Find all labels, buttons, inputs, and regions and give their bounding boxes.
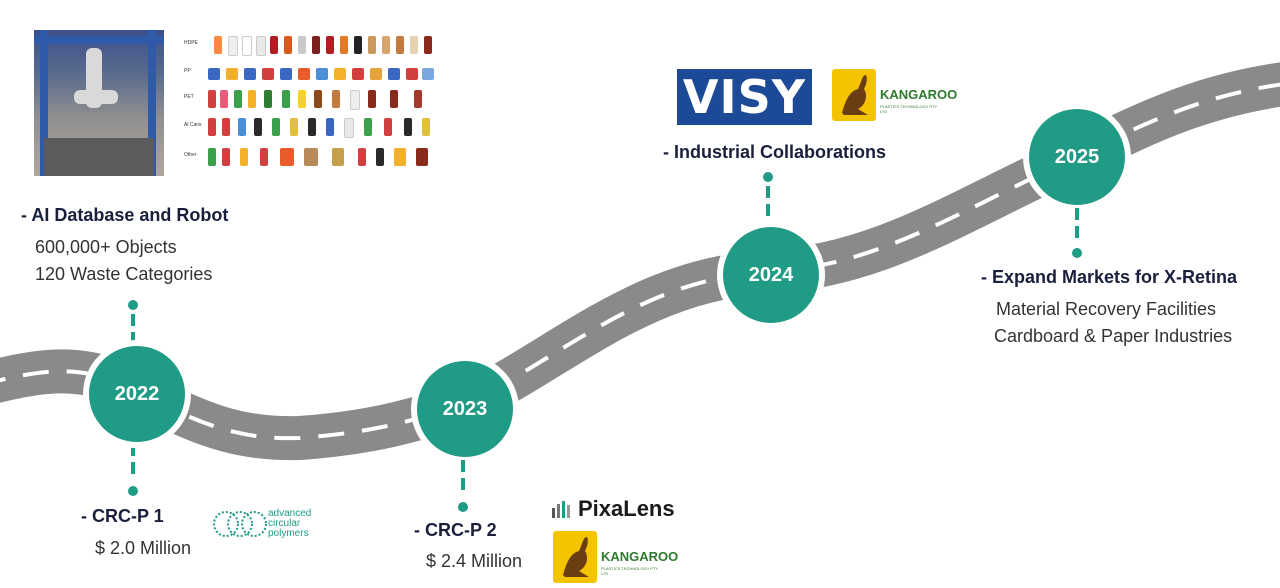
- year-label-2023: 2023: [442, 397, 488, 420]
- connector-2022-top: [128, 300, 138, 346]
- heading-expand-markets: - Expand Markets for X-Retina: [981, 267, 1238, 287]
- grid-row-label: PET: [184, 94, 194, 100]
- detail-material-recovery: Material Recovery Facilities: [996, 299, 1217, 319]
- kangaroo-logo-sub: PLASTICS TECHNOLOGY PTY LTD: [880, 104, 938, 114]
- detail-crc-p1-funding: $ 2.0 Million: [95, 538, 192, 558]
- pixalens-logo-text: PixaLens: [578, 496, 675, 521]
- acp-rings-icon: [213, 511, 267, 537]
- grid-row-hdpe: HDPE: [184, 36, 434, 56]
- year-label-2025: 2025: [1054, 145, 1100, 168]
- waste-category-product-grid: HDPE PP PET Al Cans Other: [184, 36, 434, 168]
- grid-row-pp: PP: [184, 64, 434, 84]
- pixalens-logo: PixaLens: [552, 496, 682, 522]
- year-node-2025: 2025: [1023, 103, 1131, 211]
- acp-logo-text: advanced circular polymers: [268, 508, 312, 539]
- year-node-2023: 2023: [411, 355, 519, 463]
- kangaroo-logo-name: KANGAROO: [880, 87, 958, 102]
- advanced-circular-polymers-logo: advanced circular polymers: [212, 508, 322, 540]
- kangaroo-icon: [553, 531, 597, 583]
- kangaroo-plastics-logo-bottom: KANGAROO PLASTICS TECHNOLOGY PTY LTD: [553, 531, 678, 583]
- detail-crc-p2-funding: $ 2.4 Million: [426, 551, 523, 571]
- grid-row-other: Other: [184, 148, 434, 168]
- kangaroo-icon: [832, 69, 876, 121]
- connector-2022-bottom: [128, 444, 138, 498]
- year-node-2022: 2022: [83, 340, 191, 448]
- year-label-2024: 2024: [748, 263, 794, 286]
- detail-objects: 600,000+ Objects: [35, 237, 177, 257]
- connector-2025-bottom: [1072, 208, 1082, 260]
- year-label-2022: 2022: [114, 382, 160, 405]
- connector-2024-top: [763, 172, 773, 222]
- visy-logo-text: VISY: [682, 70, 807, 124]
- grid-row-label: Al Cans: [184, 122, 202, 128]
- kangaroo-plastics-logo-top: KANGAROO PLASTICS TECHNOLOGY PTY LTD: [832, 69, 957, 123]
- visy-logo: VISY: [677, 69, 812, 125]
- grid-row-label: PP: [184, 68, 191, 74]
- kangaroo-logo-sub: PLASTICS TECHNOLOGY PTY LTD: [601, 566, 659, 576]
- kangaroo-logo-name: KANGAROO: [601, 549, 679, 564]
- pixalens-bars-icon: [552, 501, 570, 518]
- grid-row-al-cans: Al Cans: [184, 118, 434, 138]
- grid-row-label: Other: [184, 152, 197, 158]
- heading-crc-p1: - CRC-P 1: [81, 506, 164, 526]
- heading-crc-p2: - CRC-P 2: [414, 520, 497, 540]
- heading-industrial-collaborations: - Industrial Collaborations: [663, 142, 887, 162]
- grid-row-pet: PET: [184, 90, 434, 110]
- detail-cardboard-paper: Cardboard & Paper Industries: [994, 326, 1233, 346]
- heading-ai-database: - AI Database and Robot: [21, 205, 229, 225]
- detail-waste-categories: 120 Waste Categories: [35, 264, 213, 284]
- grid-row-label: HDPE: [184, 40, 198, 46]
- connector-2023-bottom: [458, 460, 468, 512]
- year-node-2024: 2024: [717, 221, 825, 329]
- robot-sorting-photo: [34, 30, 164, 176]
